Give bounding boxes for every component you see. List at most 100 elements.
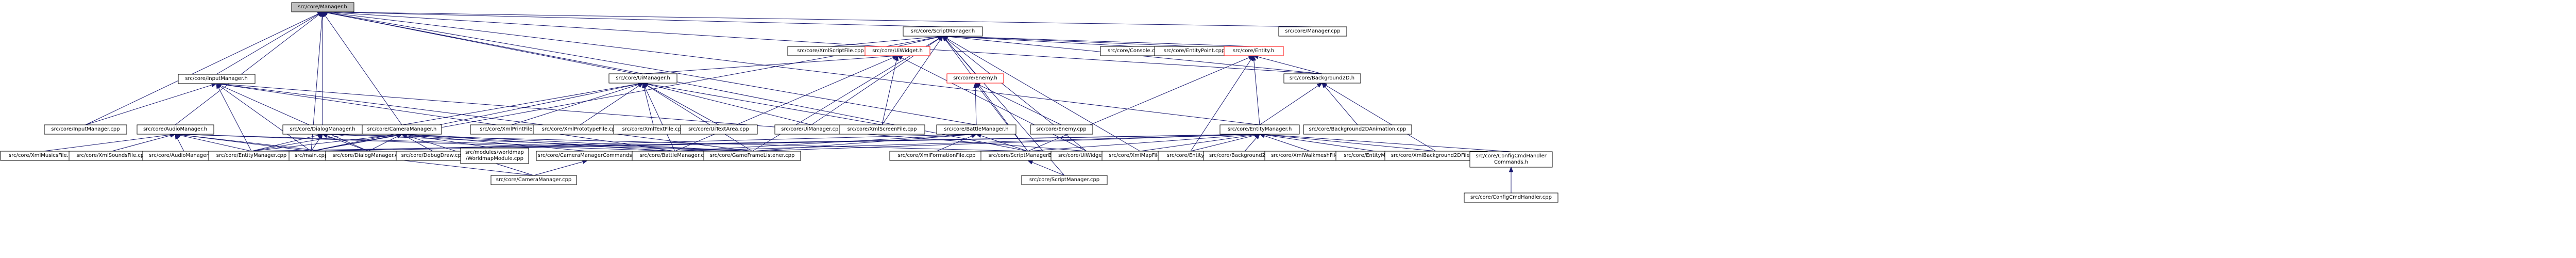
node-label: src/core/XmlMapFile.cpp [1109, 153, 1172, 158]
graph-node-xmlscreenfile-cpp[interactable]: src/core/XmlScreenFile.cpp [839, 124, 925, 135]
edge-line [368, 136, 398, 152]
graph-node-xmlsoundsfile-cpp[interactable]: src/core/XmlSoundsFile.cpp [69, 151, 155, 161]
edge-line [643, 87, 654, 125]
graph-node-uimanager-h[interactable]: src/core/UiManager.h [608, 73, 677, 84]
edge-arrowhead [1509, 166, 1514, 172]
graph-node-manager-h[interactable]: src/core/Manager.h [291, 2, 354, 12]
graph-node-manager-cpp[interactable]: src/core/Manager.cpp [1278, 26, 1347, 37]
edge-line [327, 11, 943, 27]
node-label: src/core/BattleManager.cpp [639, 153, 710, 158]
graph-node-entitypoint-cpp[interactable]: src/core/EntityPoint.cpp [1154, 46, 1234, 56]
graph-node-background2danimation-cpp[interactable]: src/core/Background2DAnimation.cpp [1303, 124, 1412, 135]
graph-node-cameramanagercommands-h[interactable]: src/core/CameraManagerCommands.h [536, 151, 639, 161]
graph-node-cameramanager-cpp[interactable]: src/core/CameraManager.cpp [490, 175, 577, 185]
edge-line [978, 86, 1028, 152]
edge-line [882, 40, 941, 125]
graph-node-inputmanager-cpp[interactable]: src/core/InputManager.cpp [44, 124, 127, 135]
graph-node-entitymanager-h[interactable]: src/core/EntityManager.h [1219, 124, 1300, 135]
node-label: src/core/InputManager.cpp [51, 126, 120, 132]
graph-node-inputmanager-h[interactable]: src/core/InputManager.h [178, 74, 256, 84]
graph-node-background2d-h[interactable]: src/core/Background2D.h [1283, 73, 1361, 84]
edge-line [406, 134, 588, 152]
graph-node-scriptmanager-cpp[interactable]: src/core/ScriptManager.cpp [1021, 175, 1108, 185]
node-label: src/core/UiWidget.h [872, 48, 923, 54]
graph-node-debugdraw-cpp[interactable]: src/core/DebugDraw.cpp [396, 151, 470, 161]
edge-line [1326, 85, 1436, 152]
edge-line [1140, 134, 1256, 152]
edge-line [946, 38, 1141, 152]
edge-scriptmanagerbinds-h-to-scriptmanager-cpp [1027, 160, 1065, 176]
graph-node-enemy-h[interactable]: src/core/Enemy.h [946, 73, 1004, 84]
graph-node-audiomanager-h[interactable]: src/core/AudioManager.h [137, 124, 214, 135]
node-label: src/core/Manager.h [298, 4, 347, 10]
graph-node-dialogmanager-h[interactable]: src/core/DialogManager.h [282, 124, 363, 135]
edge-arrowhead [942, 36, 948, 41]
node-box [703, 151, 801, 161]
node-label: src/core/XmlBackground2DFile.cpp [1391, 153, 1481, 158]
edge-arrowhead [175, 133, 180, 140]
graph-node-uitextarea-cpp[interactable]: src/core/UiTextArea.cpp [680, 124, 758, 135]
node-box [362, 124, 442, 135]
edge-manager-h-to-cameramanager-h [322, 11, 402, 125]
node-label: src/core/ConfigCmdHandler.cpp [1470, 195, 1552, 200]
graph-node-battlemanager-h[interactable]: src/core/BattleManager.h [936, 124, 1016, 135]
graph-node-cameramanager-h[interactable]: src/core/CameraManager.h [362, 124, 442, 135]
graph-node-main-cpp[interactable]: src/main.cpp [289, 151, 334, 161]
edge-line [1264, 134, 1436, 152]
edge-manager-h-to-background2d-h [321, 10, 1323, 74]
graph-node-dialogmanager-cpp[interactable]: src/core/DialogManager.cpp [325, 151, 412, 161]
graph-node-enemy-cpp[interactable]: src/core/Enemy.cpp [1030, 124, 1093, 135]
edge-scriptmanager-h-to-xmlmapfile-cpp [942, 36, 1141, 152]
edge-audiomanager-h-to-audiomanager-cpp [175, 133, 184, 152]
node-label: src/core/BattleManager.h [944, 126, 1008, 132]
edge-arrowhead [1316, 83, 1323, 88]
edge-uimanager-h-to-battlemanager-cpp [642, 82, 675, 152]
edge-inputmanager-h-to-inputmanager-cpp [85, 83, 217, 125]
graph-node-entitymanager-cpp[interactable]: src/core/EntityManager.cpp [208, 151, 295, 161]
node-label: src/core/UiTextArea.cpp [688, 126, 749, 132]
node-label: src/core/Background2DAnimation.cpp [1309, 126, 1406, 132]
edge-line [311, 138, 320, 152]
node-label: src/core/ScriptManager.h [911, 28, 975, 34]
edge-line [175, 14, 319, 125]
graph-node-uiwidget-h[interactable]: src/core/UiWidget.h [865, 46, 930, 56]
graph-node-xmlformationfile-cpp[interactable]: src/core/XmlFormationFile.cpp [889, 151, 984, 161]
graph-node-worldmap-module[interactable]: src/modules/worldmap/WorldmapModule.cpp [460, 148, 529, 164]
node-label: src/core/DialogManager.cpp [332, 153, 404, 158]
node-label: src/core/Enemy.cpp [1036, 126, 1086, 132]
edge-line [327, 134, 1028, 152]
graph-node-configcmdhandler-cpp[interactable]: src/core/ConfigCmdHandler.cpp [1464, 192, 1558, 203]
node-box [178, 74, 256, 84]
graph-node-scriptmanager-h[interactable]: src/core/ScriptManager.h [903, 26, 983, 37]
edge-line [533, 161, 583, 176]
edge-line [830, 36, 939, 47]
edge-line [221, 84, 675, 152]
edge-line [947, 36, 1135, 47]
graph-node-gameframelistener-cpp[interactable]: src/core/GameFrameListener.cpp [703, 151, 801, 161]
node-label: src/core/InputManager.h [185, 76, 247, 82]
node-label: src/core/XmlPrintFile.cpp [480, 126, 543, 132]
graph-node-xmlscriptfile-cpp[interactable]: src/core/XmlScriptFile.cpp [787, 46, 874, 56]
node-label: src/core/UiManager.cpp [781, 126, 841, 132]
node-box [44, 124, 127, 135]
edge-arrowhead [642, 82, 647, 89]
edge-uimanager-h-to-xmlprintfile-cpp [511, 82, 644, 125]
edge-line [897, 37, 939, 47]
edge-arrowhead [894, 55, 899, 61]
graph-node-entity-h[interactable]: src/core/Entity.h [1224, 46, 1284, 56]
graph-node-uimanager-cpp[interactable]: src/core/UiManager.cpp [774, 124, 849, 135]
node-label: src/core/Enemy.h [953, 75, 997, 81]
node-box [1303, 124, 1412, 135]
node-box [137, 124, 214, 135]
edge-line [1258, 56, 1323, 74]
graph-node-xmlprototypefile-cpp[interactable]: src/core/XmlPrototypeFile.cpp [533, 124, 628, 135]
edge-line [979, 85, 1062, 125]
edge-line [179, 135, 252, 152]
node-box [1021, 175, 1108, 185]
nodes-layer: src/core/Manager.h src/core/ScriptManager… [0, 2, 1558, 203]
edge-enemy-h-to-scriptmanagerbinds-h [975, 82, 1028, 152]
node-label: src/core/CameraManager.h [367, 126, 437, 132]
node-box [1219, 124, 1300, 135]
